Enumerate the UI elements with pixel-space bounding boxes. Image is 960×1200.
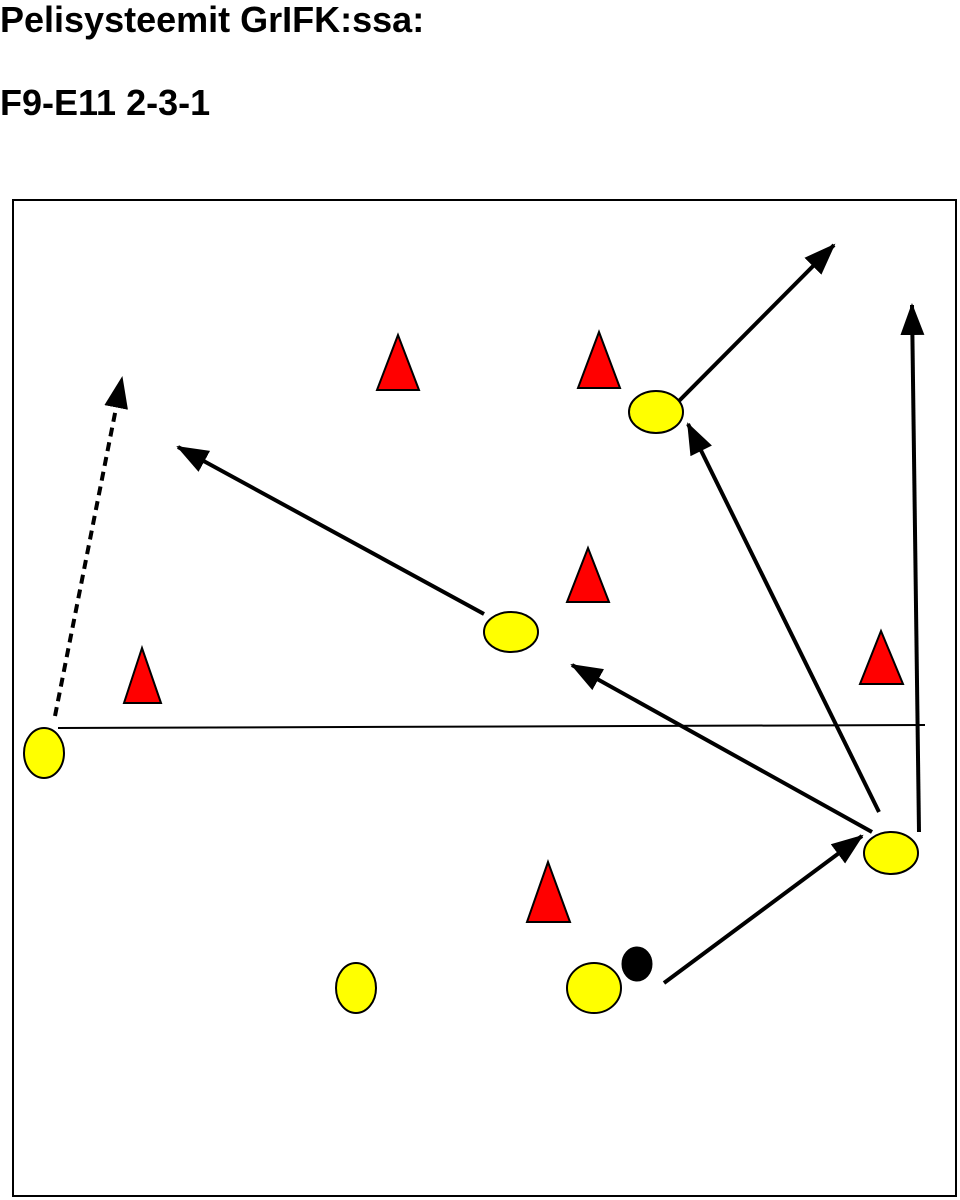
diagram-title: Pelisysteemit GrIFK:ssa: bbox=[0, 0, 425, 40]
player-marker bbox=[863, 831, 919, 875]
run-arrow-dashed bbox=[53, 376, 128, 717]
opponent-cone bbox=[858, 628, 905, 685]
player-marker bbox=[483, 611, 539, 653]
opponent-cone bbox=[375, 332, 421, 391]
pass-arrow-to-top bbox=[686, 422, 881, 813]
pass-arrow-to-right bbox=[662, 834, 864, 985]
player-marker bbox=[335, 962, 377, 1014]
player-marker bbox=[628, 390, 684, 434]
formation-subtitle: F9-E11 2-3-1 bbox=[0, 82, 211, 123]
run-arrow-top-right bbox=[668, 243, 836, 412]
opponent-cone bbox=[576, 329, 622, 389]
opponent-cone bbox=[525, 859, 572, 923]
opponent-cone bbox=[122, 644, 163, 704]
pass-arrow-mid-left bbox=[176, 445, 485, 616]
player-marker bbox=[566, 962, 622, 1014]
run-arrow-right-wing bbox=[900, 303, 925, 833]
opponent-cone bbox=[565, 545, 611, 603]
pass-arrow-to-mid bbox=[570, 663, 873, 834]
reference-line bbox=[57, 724, 926, 729]
field-boundary bbox=[12, 199, 957, 1197]
ball bbox=[621, 946, 653, 982]
player-marker bbox=[23, 727, 65, 779]
